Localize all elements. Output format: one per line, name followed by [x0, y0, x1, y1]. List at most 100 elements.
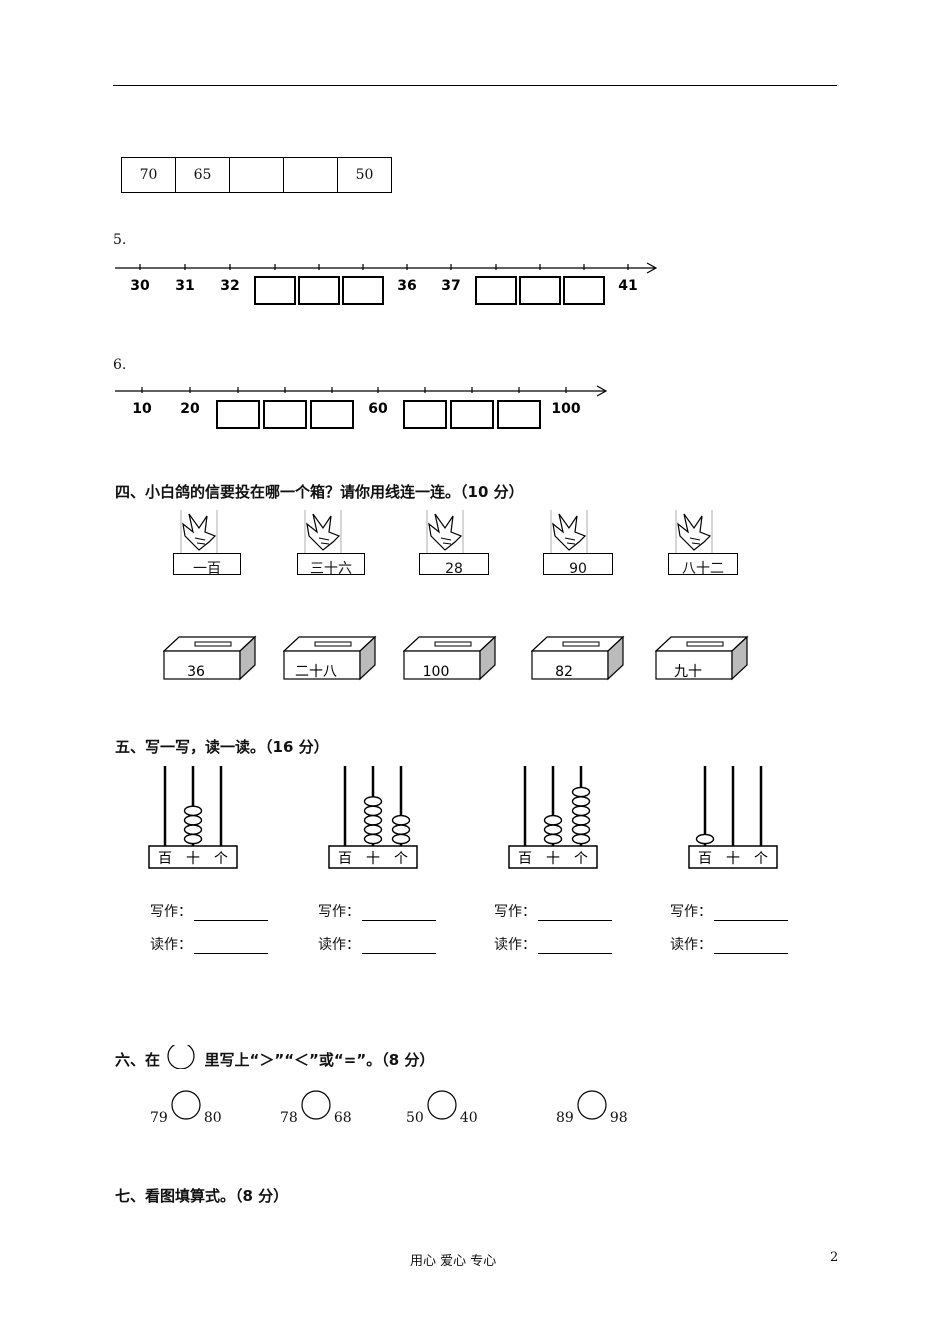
answer-blank[interactable]: [714, 906, 788, 921]
abacus-place-label: 十: [546, 851, 560, 867]
abacus-bead: [543, 814, 563, 826]
q5-answer-box[interactable]: [342, 276, 384, 305]
section-6-title: 六、在 里写上“＞”“＜”或“=”。（8 分）: [115, 1042, 435, 1070]
dove-icon: [180, 510, 218, 554]
abacus-bead: [571, 805, 591, 817]
q6-answer-box[interactable]: [403, 400, 447, 429]
write-label: 写作：: [670, 904, 712, 920]
sequence-cell-blank[interactable]: [283, 157, 338, 193]
q6-answer-box[interactable]: [450, 400, 494, 429]
sequence-cell-blank[interactable]: [229, 157, 284, 193]
answer-blank[interactable]: [194, 939, 268, 954]
answer-blank[interactable]: [538, 906, 612, 921]
abacus-bead: [391, 833, 411, 845]
page-number: 2: [830, 1250, 839, 1265]
comparison-circle-icon[interactable]: [168, 1090, 204, 1126]
abacus-bead: [543, 833, 563, 845]
comparison-circle-icon[interactable]: [424, 1090, 460, 1126]
q5-tick-label: 31: [175, 278, 194, 294]
abacus-place-label: 个: [574, 851, 588, 867]
abacus-bead: [363, 814, 383, 826]
mailbox-label: 二十八: [295, 664, 337, 680]
answer-blank[interactable]: [714, 939, 788, 954]
section-7-title: 七、看图填算式。（8 分）: [115, 1187, 289, 1205]
comparison-circle-icon[interactable]: [574, 1090, 610, 1126]
letter-card[interactable]: 一百: [173, 553, 241, 577]
dove-icon: [304, 510, 342, 554]
abacus: 百十个: [508, 766, 598, 869]
abacus-bead: [183, 814, 203, 826]
mailbox-icon[interactable]: 36: [163, 635, 263, 683]
mailbox-label: 100: [423, 664, 450, 680]
section-6-title-post: 里写上“＞”“＜”或“=”。（8 分）: [204, 1051, 435, 1069]
q6-tick-label: 100: [551, 401, 580, 417]
letter-card[interactable]: 八十二: [668, 553, 738, 577]
q5-answer-box[interactable]: [254, 276, 296, 305]
abacus: 百十个: [328, 766, 418, 869]
q6-answer-box[interactable]: [310, 400, 354, 429]
answer-blank[interactable]: [538, 939, 612, 954]
answer-blank[interactable]: [194, 906, 268, 921]
abacus-bead: [571, 814, 591, 826]
mailbox-label: 36: [187, 664, 205, 680]
comparison-right: 68: [333, 1110, 352, 1126]
abacus-bead: [183, 805, 203, 817]
read-label: 读作：: [318, 937, 360, 953]
mailbox-icon[interactable]: 100: [403, 635, 503, 683]
section-4-title: 四、小白鸽的信要投在哪一个箱？请你用线连一连。（10 分）: [115, 483, 524, 501]
mailbox-label: 82: [555, 664, 573, 680]
abacus-place-label: 十: [366, 851, 380, 867]
abacus-place-label: 个: [214, 851, 228, 867]
mailbox-icon[interactable]: 二十八: [283, 635, 383, 683]
section-6-title-pre: 六、在: [115, 1051, 161, 1069]
q5-answer-box[interactable]: [298, 276, 340, 305]
comparison-right: 80: [203, 1110, 222, 1126]
q5-answer-box[interactable]: [563, 276, 605, 305]
q6-answer-box[interactable]: [497, 400, 541, 429]
dove-icon: [426, 510, 464, 554]
write-label: 写作：: [318, 904, 360, 920]
question-5-label: 5.: [113, 232, 127, 248]
mailbox-icon[interactable]: 九十: [655, 635, 755, 683]
abacus-bead: [183, 824, 203, 835]
comparison-left: 79: [150, 1110, 168, 1126]
read-label: 读作：: [494, 937, 536, 953]
q6-tick-label: 10: [132, 401, 152, 417]
question-6-label: 6.: [113, 357, 127, 373]
q5-answer-box[interactable]: [519, 276, 561, 305]
comparison-right: 98: [609, 1110, 628, 1126]
section-5-title: 五、写一写，读一读。（16 分）: [115, 738, 329, 756]
mailbox-icon[interactable]: 82: [531, 635, 631, 683]
q5-tick-label: 37: [441, 278, 460, 294]
top-rule: [113, 85, 837, 86]
answer-blank[interactable]: [362, 939, 436, 954]
answer-blank[interactable]: [362, 906, 436, 921]
read-label: 读作：: [670, 937, 712, 953]
write-label: 写作：: [494, 904, 536, 920]
abacus-bead: [391, 824, 411, 835]
q6-answer-box[interactable]: [216, 400, 260, 429]
abacus-bead: [571, 824, 591, 835]
abacus-bead: [571, 786, 591, 798]
abacus-place-label: 百: [158, 851, 172, 867]
letter-card[interactable]: 三十六: [297, 553, 365, 577]
read-answer-line: 读作：: [670, 934, 788, 954]
comparison-circle-icon[interactable]: [298, 1090, 334, 1126]
abacus: 百十个: [688, 766, 778, 869]
write-answer-line: 写作：: [150, 901, 268, 921]
letter-card[interactable]: 28: [419, 553, 489, 577]
mailbox-label: 九十: [674, 664, 702, 680]
q6-answer-box[interactable]: [263, 400, 307, 429]
letter-card[interactable]: 90: [543, 553, 613, 577]
abacus-bead: [543, 824, 563, 835]
abacus-bead: [571, 833, 591, 845]
abacus: 百十个: [148, 766, 238, 869]
q5-answer-box[interactable]: [475, 276, 517, 305]
q5-tick-label: 30: [130, 278, 150, 294]
write-answer-line: 写作：: [494, 901, 612, 921]
abacus-place-label: 十: [726, 851, 740, 867]
read-answer-line: 读作：: [494, 934, 612, 954]
comparison-right: 40: [459, 1110, 478, 1126]
